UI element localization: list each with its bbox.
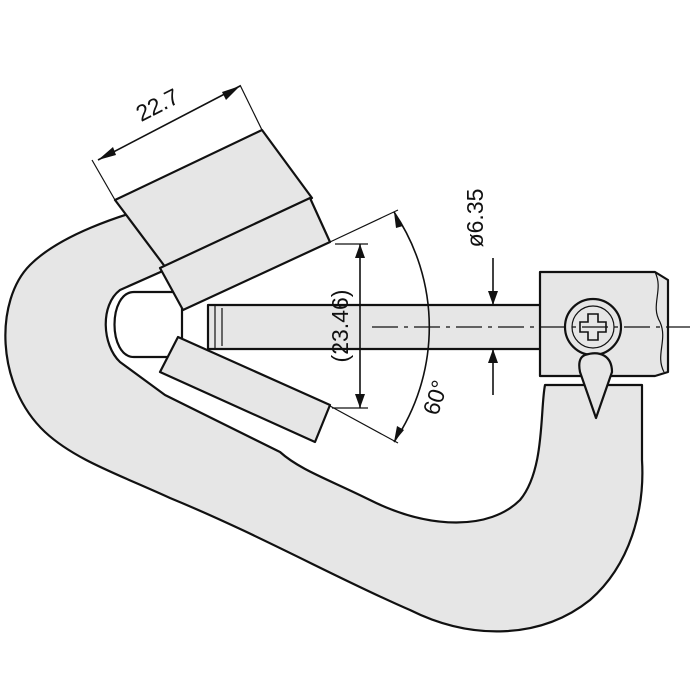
dimension-label-spindle-diameter: ø6.35	[462, 189, 488, 248]
clamp-lever	[578, 352, 614, 420]
anvil-back-step	[113, 128, 314, 270]
lower-anvil	[158, 335, 332, 444]
relief-hole	[113, 290, 184, 359]
dimension-spindle-diameter: ø6.35	[462, 189, 498, 395]
c-frame-body	[4, 203, 644, 633]
housing-break-line	[654, 271, 665, 373]
dimension-label-v-angle: 60°	[418, 377, 453, 418]
phillips-slot-icon	[579, 313, 607, 341]
dimension-reference-height: (23.46)	[327, 243, 368, 409]
dimension-label-reference-height: (23.46)	[327, 290, 353, 363]
